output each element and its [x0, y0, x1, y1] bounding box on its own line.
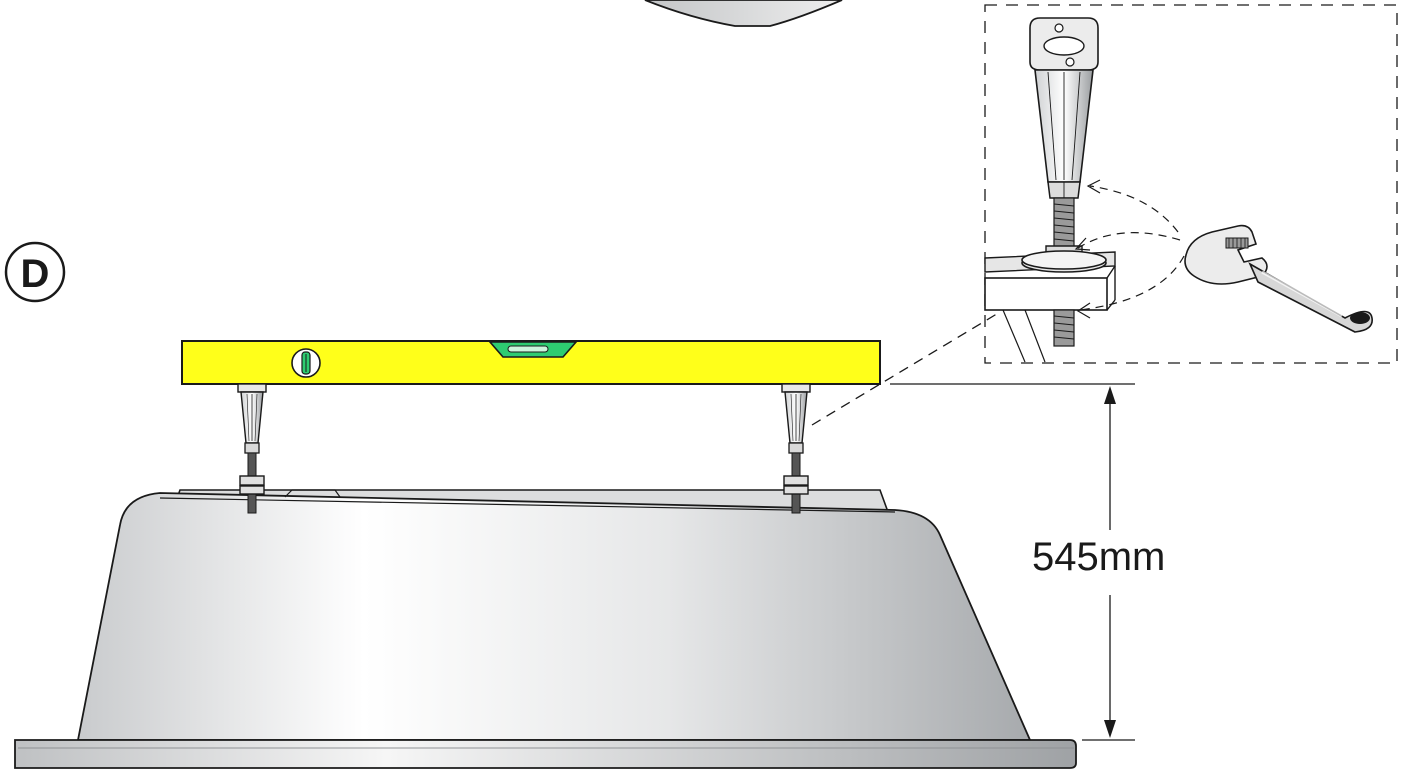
round-bubble-vial — [291, 348, 321, 378]
wrench-icon — [1184, 224, 1373, 333]
detail-inset — [984, 4, 1398, 364]
adjustable-foot-right — [781, 383, 811, 514]
height-dimension: 545mm — [890, 383, 1165, 741]
rotation-arrows — [1074, 179, 1185, 319]
adjustable-foot-left — [237, 383, 267, 514]
upper-component — [644, 0, 843, 27]
step-label: D — [21, 252, 50, 296]
bath-shell — [14, 489, 1077, 769]
detail-leader-line — [811, 311, 1001, 426]
spirit-level-icon — [181, 340, 881, 385]
dimension-label: 545mm — [1032, 535, 1165, 579]
step-badge: D — [4, 241, 66, 303]
